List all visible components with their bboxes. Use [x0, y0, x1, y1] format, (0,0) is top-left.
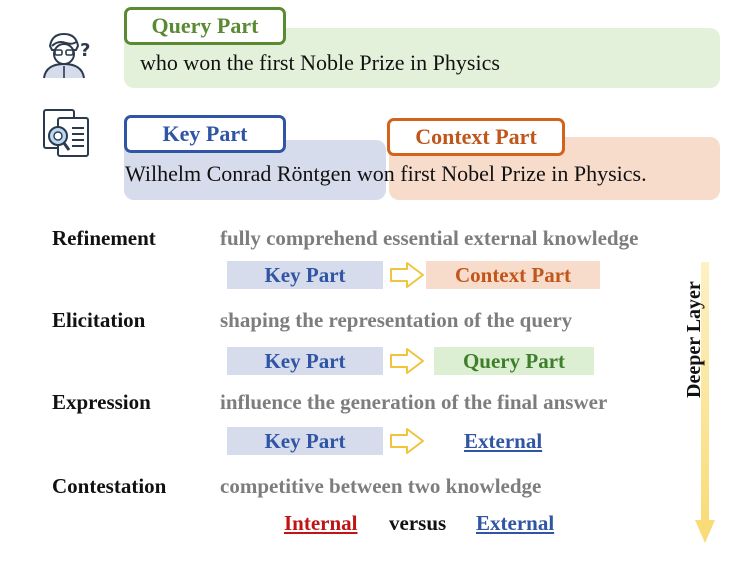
context-text: won first Nobel Prize in Physics.	[356, 161, 647, 186]
mechanism-label-expression: Expression	[52, 390, 151, 414]
key-text: Wilhelm Conrad Röntgen	[125, 161, 352, 186]
deeper-layer-arrow-icon	[694, 262, 716, 544]
mechanism-label-refinement: Refinement	[52, 226, 156, 250]
mechanism-description-elicitation: shaping the representation of the query	[220, 308, 573, 332]
contestation-external: External	[476, 511, 555, 535]
context-part-tag: Context Part	[387, 118, 565, 156]
svg-text:?: ?	[80, 40, 90, 61]
refinement-from-pill: Key Part	[227, 261, 383, 289]
mechanism-description-refinement: fully comprehend essential external know…	[220, 226, 639, 250]
mechanism-description-expression: influence the generation of the final an…	[220, 390, 608, 414]
key-part-tag: Key Part	[124, 115, 286, 153]
query-part-tag: Query Part	[124, 7, 286, 45]
mechanism-label-contestation: Contestation	[52, 474, 167, 498]
document-search-icon	[40, 108, 92, 158]
expression-from-pill: Key Part	[227, 427, 383, 455]
hollow-right-arrow-icon	[389, 347, 425, 380]
contestation-internal: Internal	[284, 511, 358, 535]
refinement-to-pill: Context Part	[426, 261, 600, 289]
svg-text:Deeper Layer: Deeper Layer	[683, 281, 705, 398]
mechanism-description-contestation: competitive between two knowledge	[220, 474, 542, 498]
elicitation-to-pill: Query Part	[434, 347, 594, 375]
hollow-right-arrow-icon	[389, 427, 425, 460]
mechanism-label-elicitation: Elicitation	[52, 308, 146, 332]
expression-to-external: External	[464, 429, 543, 453]
document-text: Wilhelm Conrad Röntgen won first Nobel P…	[125, 161, 647, 187]
query-text: who won the first Noble Prize in Physics	[140, 50, 500, 75]
user-question-icon: ?	[40, 30, 94, 80]
deeper-layer-label: Deeper Layer	[658, 263, 718, 403]
hollow-right-arrow-icon	[389, 261, 425, 294]
elicitation-from-pill: Key Part	[227, 347, 383, 375]
contestation-versus: versus	[389, 511, 447, 535]
